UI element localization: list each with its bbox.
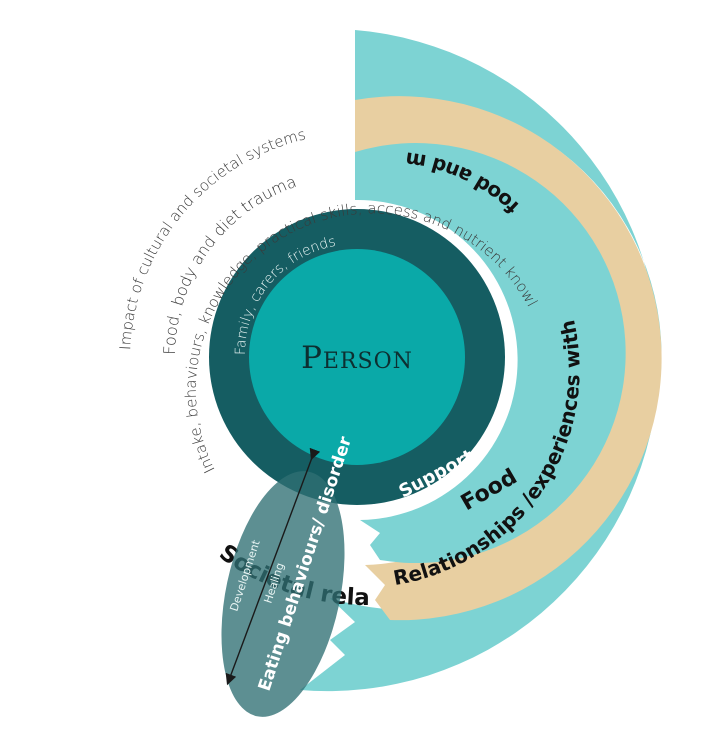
relationships-ring (355, 96, 662, 621)
person-circle (249, 249, 465, 465)
development-healing-arrow (225, 447, 321, 686)
food-ring (355, 143, 626, 564)
person-label: Person (301, 340, 413, 376)
